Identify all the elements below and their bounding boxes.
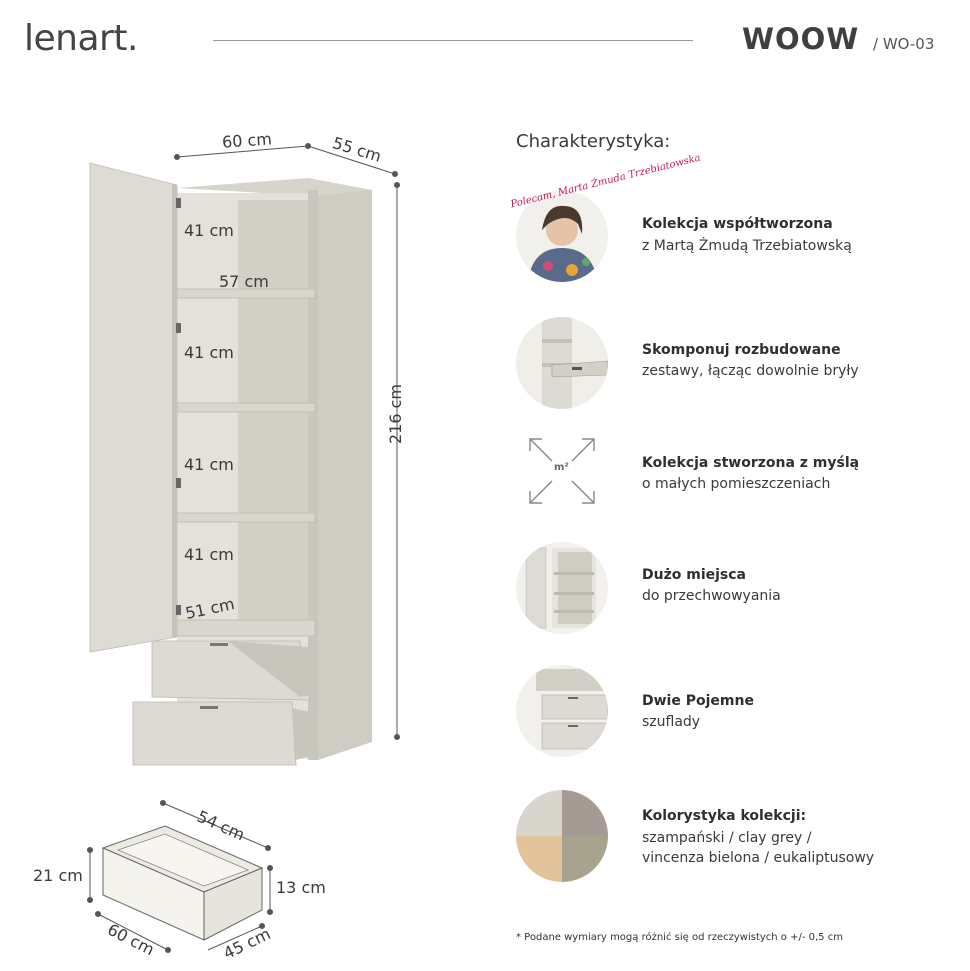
dim-inner-width: 57 cm	[219, 272, 269, 291]
footnote: * Podane wymiary mogą różnić się od rzec…	[516, 932, 843, 943]
feature-title-3: Kolekcja stworzona z myślą	[642, 455, 860, 471]
drawer-dim-height: 21 cm	[33, 866, 83, 885]
drawer-box-drawing	[87, 800, 273, 953]
drawer-dim-inner-height: 13 cm	[276, 878, 326, 897]
characteristics-title: Charakterystyka:	[516, 131, 671, 152]
shelves-icon	[516, 542, 608, 634]
area-badge: m²	[554, 462, 569, 473]
modular-icon	[516, 317, 608, 409]
dim-width: 60 cm	[221, 129, 273, 152]
dim-shelf-4: 41 cm	[184, 545, 234, 564]
cabinet-top	[177, 178, 372, 196]
shelves	[176, 288, 316, 637]
feature-desc-6: szampański / clay grey /	[642, 830, 812, 846]
drawers-icon	[516, 665, 608, 757]
feature-desc-5: szuflady	[642, 714, 701, 730]
feature-desc-6b: vincenza bielona / eukaliptusowy	[642, 850, 875, 866]
dim-shelf-2: 41 cm	[184, 343, 234, 362]
feature-title-5: Dwie Pojemne	[642, 693, 754, 709]
feature-desc-3: o małych pomieszczeniach	[642, 476, 831, 492]
color-swatch-icon	[516, 790, 608, 882]
dim-height: 216 cm	[386, 384, 405, 444]
feature-desc-4: do przechwowyania	[642, 588, 781, 604]
door-hinges	[176, 198, 181, 615]
header-divider	[213, 40, 693, 41]
separator: /	[873, 35, 879, 53]
feature-title-4: Dużo miejsca	[642, 567, 746, 583]
collection-logo: WOOW	[742, 22, 860, 56]
feature-desc-1: z Martą Żmudą Trzebiatowską	[642, 238, 852, 254]
cabinet-right-wall	[308, 190, 318, 760]
brand-logo: lenart.	[24, 18, 138, 59]
cabinet-side	[308, 178, 372, 760]
feature-title-6: Kolorystyka kolekcji:	[642, 808, 807, 824]
portrait-icon	[516, 190, 608, 282]
model-label: WO-03	[882, 35, 935, 53]
feature-desc-2: zestawy, łącząc dowolnie bryły	[642, 363, 859, 379]
feature-title-2: Skomponuj rozbudowane	[642, 342, 841, 358]
wardrobe-drawing	[89, 143, 400, 766]
expand-arrows-icon	[529, 438, 595, 504]
dim-shelf-3: 41 cm	[184, 455, 234, 474]
feature-title-1: Kolekcja współtworzona	[642, 216, 833, 232]
drawer-bottom	[132, 701, 315, 766]
signature: Polecam, Marta Żmuda Trzebiatowska	[509, 152, 702, 211]
dim-height-label: 216 cm	[386, 383, 405, 444]
dim-shelf-1: 41 cm	[184, 221, 234, 240]
model-code: / WO-03	[873, 35, 934, 53]
drawer-top	[151, 640, 311, 701]
cabinet-door	[89, 162, 178, 653]
